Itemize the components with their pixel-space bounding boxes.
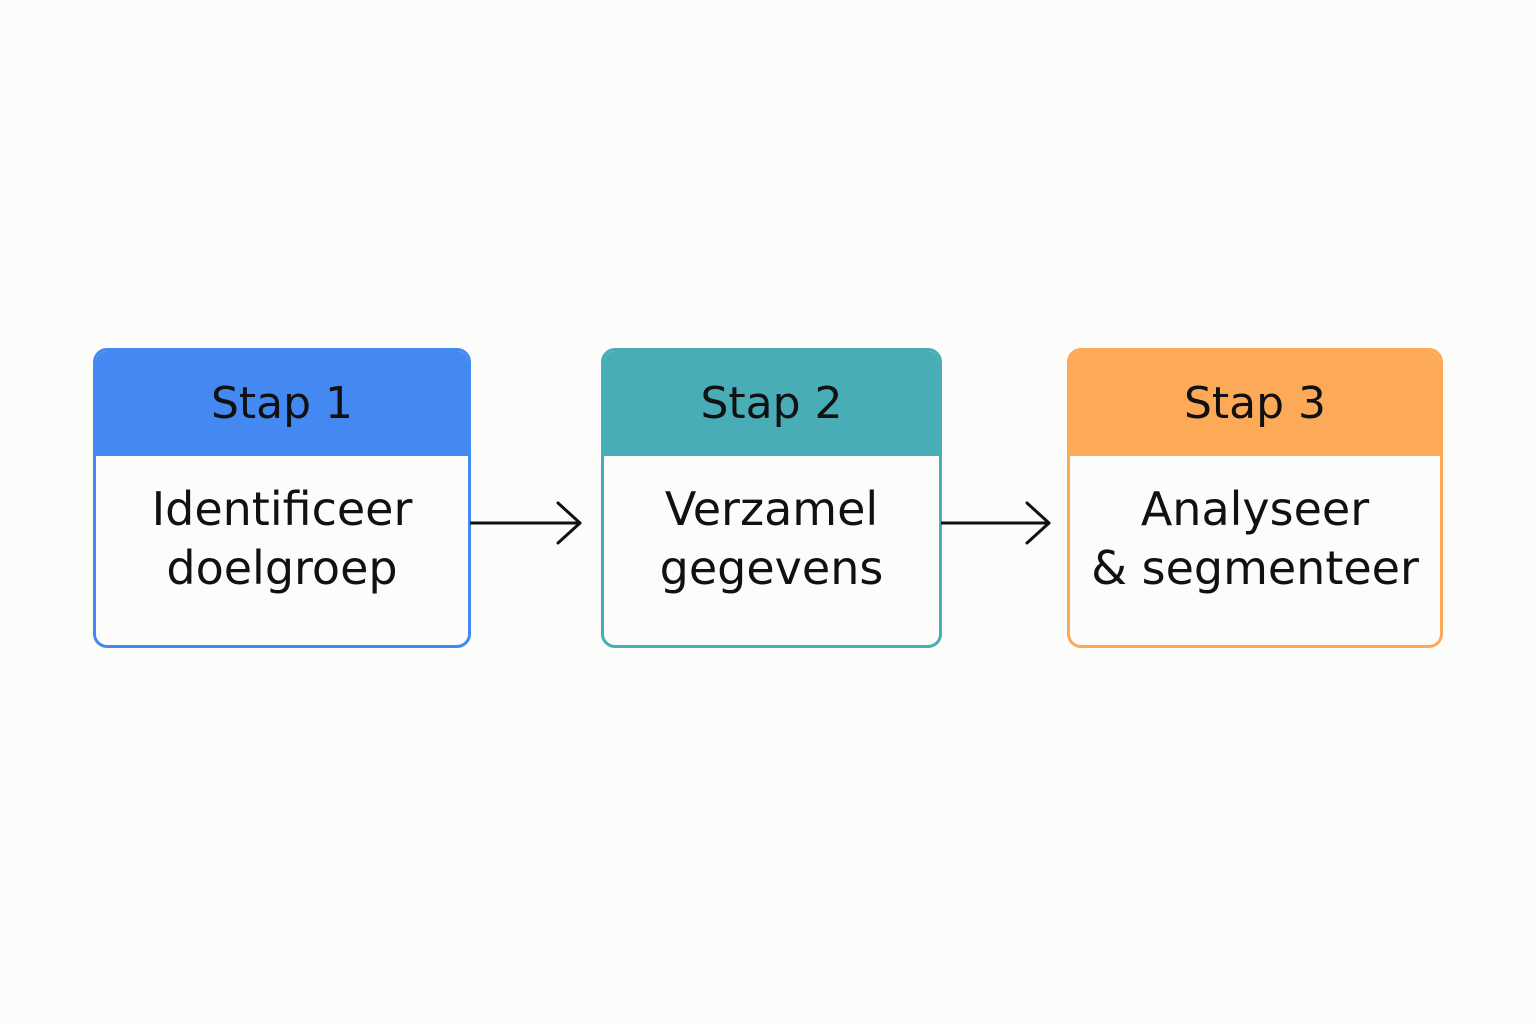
arrow-right-icon	[941, 501, 1051, 545]
step-1-line-2: doelgroep	[166, 540, 398, 595]
step-3-box: Stap 3 Analyseer & segmenteer	[1067, 348, 1443, 648]
step-3-title: Stap 3	[1183, 378, 1327, 429]
step-2-box: Stap 2 Verzamel gegevens	[601, 348, 942, 648]
step-2-line-2: gegevens	[659, 540, 884, 595]
step-2-line-1: Verzamel	[664, 481, 879, 536]
step-1-title: Stap 1	[210, 378, 354, 429]
arrow-right-icon	[470, 501, 582, 545]
step-1-line-1: Identificeer	[151, 481, 413, 536]
step-3-line-2: & segmenteer	[1091, 540, 1419, 595]
step-3-header: Stap 3	[1070, 351, 1440, 456]
step-1-box: Stap 1 Identificeer doelgroep	[93, 348, 471, 648]
step-2-header: Stap 2	[604, 351, 939, 456]
step-1-body: Identificeer doelgroep	[96, 456, 468, 645]
step-3-body: Analyseer & segmenteer	[1070, 456, 1440, 645]
step-3-line-1: Analyseer	[1140, 481, 1370, 536]
step-2-body: Verzamel gegevens	[604, 456, 939, 645]
step-2-title: Stap 2	[700, 378, 843, 429]
step-1-header: Stap 1	[96, 351, 468, 456]
